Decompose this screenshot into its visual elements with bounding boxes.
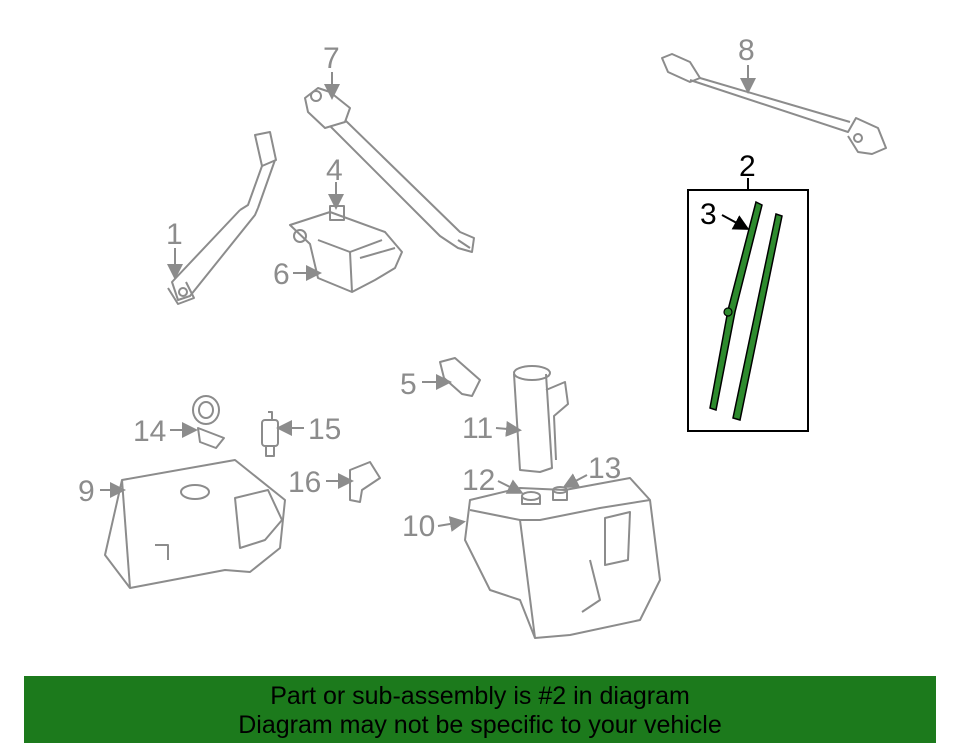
- part-11-filler-neck: [513, 365, 569, 473]
- callout-6: 6: [273, 258, 290, 291]
- callout-7: 7: [323, 42, 340, 75]
- callout-12: 12: [462, 464, 495, 497]
- banner-line-part: Part or sub-assembly is #2 in diagram: [270, 682, 690, 710]
- part-14-grommet: [192, 395, 225, 449]
- callout-9: 9: [78, 475, 95, 508]
- callout-11: 11: [462, 412, 493, 445]
- part-2-wiper-blade-box[interactable]: [687, 189, 809, 432]
- callout-3: 3: [700, 198, 717, 231]
- part-12-cap: [521, 491, 541, 505]
- part-5-clip: [439, 357, 481, 397]
- callout-4: 4: [326, 154, 343, 187]
- info-banner: Part or sub-assembly is #2 in diagram Di…: [24, 676, 936, 743]
- part-10-reservoir: [464, 477, 661, 639]
- parts-diagram: 1 4 5 6 7 8 9 10 11 12 13 14 15 16 2 3: [78, 34, 887, 639]
- callout-16: 16: [288, 466, 321, 499]
- part-15-pump: [261, 411, 279, 457]
- callout-10: 10: [402, 510, 435, 543]
- callout-1: 1: [166, 218, 183, 251]
- part-7-linkage: [304, 87, 475, 253]
- callout-15: 15: [308, 413, 341, 446]
- part-9-reservoir: [104, 459, 286, 589]
- callout-14: 14: [133, 415, 166, 448]
- callout-8: 8: [738, 34, 755, 67]
- part-8-linkage: [661, 53, 887, 155]
- callout-5: 5: [400, 368, 417, 401]
- callout-2: 2: [739, 150, 756, 183]
- part-4-wiper-motor: [289, 205, 403, 293]
- callout-13: 13: [588, 452, 621, 485]
- part-16-bracket: [349, 461, 381, 503]
- banner-line-disclaimer: Diagram may not be specific to your vehi…: [238, 711, 722, 739]
- part-1-wiper-arm: [167, 131, 277, 305]
